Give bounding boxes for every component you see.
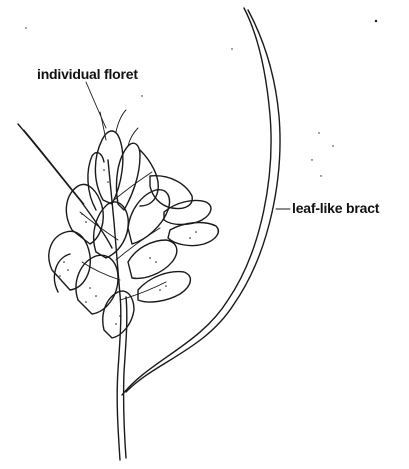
individual-floret-label: individual floret [37, 67, 138, 81]
leaf-like-bract-label: leaf-like bract [292, 201, 379, 215]
floret-cluster [49, 110, 219, 338]
paper-specks [25, 20, 377, 177]
floret-leader-line [86, 82, 106, 128]
stem [117, 295, 127, 460]
